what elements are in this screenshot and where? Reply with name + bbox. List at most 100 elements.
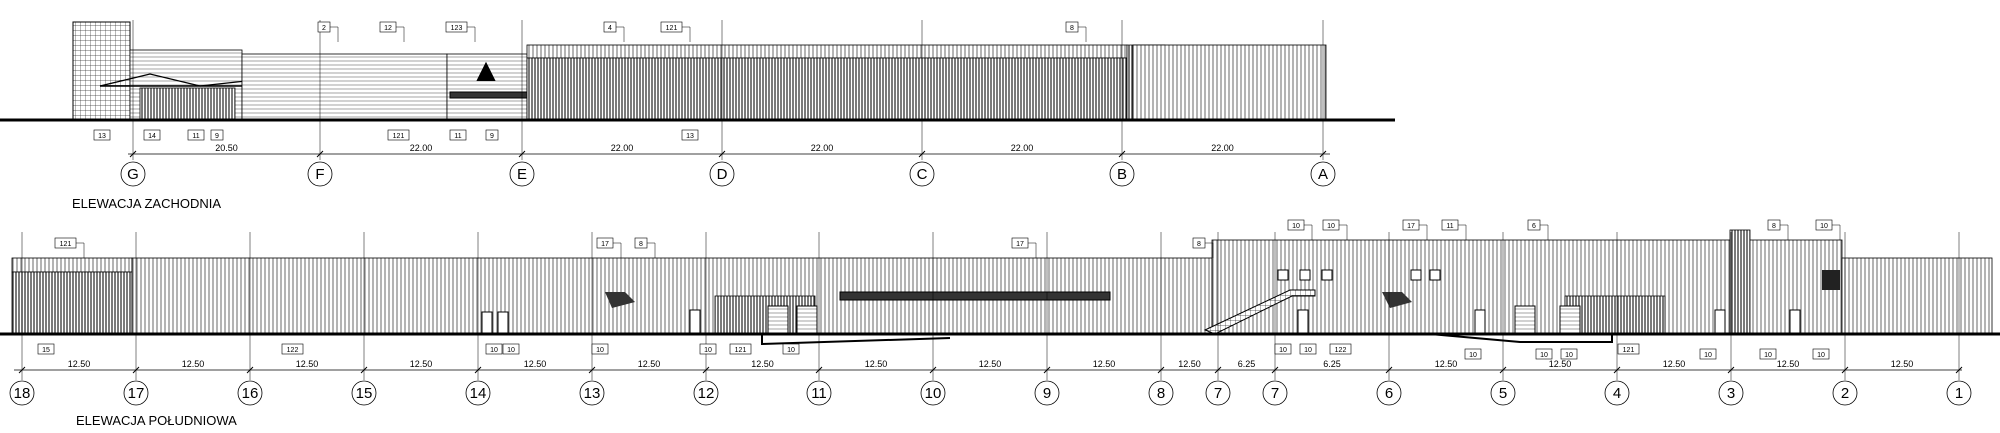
south-title: ELEWACJA POŁUDNIOWA: [76, 413, 237, 428]
south-ramp-1: [761, 334, 951, 346]
callout-tag-box: [210, 129, 224, 141]
west-glass-tower: [72, 21, 131, 120]
callout-tag-label: 12: [384, 25, 392, 32]
west-plain-wall: [241, 53, 448, 120]
axis-bubble: [1109, 161, 1135, 187]
callout-tag-box: [1464, 348, 1482, 360]
dimension-label: 6.25: [1323, 359, 1341, 369]
axis-bubble: [693, 380, 719, 406]
window: [1321, 269, 1333, 281]
axis-label: 7: [1214, 385, 1222, 402]
axis-label: 10: [925, 385, 942, 402]
callout-tag-label: 8: [1070, 25, 1074, 32]
callout-tag-label: 8: [1772, 223, 1776, 230]
callout-tag-box: [782, 343, 800, 355]
dimension-label: 12.50: [865, 359, 888, 369]
callout-tag-box: [1617, 343, 1640, 355]
callout-tag-box: [1812, 348, 1830, 360]
dimension-label: 22.00: [611, 143, 634, 153]
axis-label: 14: [470, 385, 487, 402]
callout-tag-label: 10: [596, 347, 604, 354]
axis-bubble: [1262, 380, 1288, 406]
axis-label: 12: [698, 385, 715, 402]
dimension-label: 12.50: [1663, 359, 1686, 369]
window: [1410, 269, 1422, 281]
door: [497, 311, 509, 335]
west-hall-wall: [526, 57, 1128, 120]
south-left-roof: [11, 257, 133, 273]
callout-tag-box: [281, 343, 304, 355]
callout-tag-label: 2: [322, 25, 326, 32]
axis-bubble: [1310, 161, 1336, 187]
dimension-label: 12.50: [524, 359, 547, 369]
callout-tag-label: 17: [601, 241, 609, 248]
axis-label: 17: [128, 385, 145, 402]
axis-bubble: [123, 380, 149, 406]
callout-tag-label: 6: [1532, 223, 1536, 230]
axis-bubble: [1376, 380, 1402, 406]
axis-label: E: [517, 166, 527, 183]
vent-feature: [605, 292, 635, 308]
callout-tag-label: 9: [215, 133, 219, 140]
callout-tag-label: 17: [1407, 223, 1415, 230]
callout-tag-box: [387, 129, 410, 141]
callout-tag-label: 123: [451, 25, 463, 32]
callout-tag-label: 10: [1327, 223, 1335, 230]
callout-tag-label: 11: [192, 133, 199, 140]
axis-label: 18: [14, 385, 31, 402]
callout-tag-label: 4: [608, 25, 612, 32]
callout-tag-label: 121: [1623, 347, 1635, 354]
callout-tag-box: [449, 129, 467, 141]
callout-tag-box: [1699, 348, 1717, 360]
logo-mark: [476, 61, 496, 81]
axis-label: F: [315, 166, 324, 183]
axis-bubble: [806, 380, 832, 406]
axis-bubble: [509, 161, 535, 187]
west-entrance-glazing: [139, 87, 236, 120]
axis-bubble: [1205, 380, 1231, 406]
dimension-label: 22.00: [410, 143, 433, 153]
window: [1429, 269, 1441, 281]
callout-tag-label: 121: [666, 25, 678, 32]
axis-label: 3: [1727, 385, 1735, 402]
callout-tag-box: [1560, 348, 1578, 360]
door: [1474, 309, 1486, 335]
callout-tag-label: 15: [42, 347, 50, 354]
dimension-label: 12.50: [410, 359, 433, 369]
axis-bubble: [120, 161, 146, 187]
west-canopy: [99, 73, 256, 87]
callout-tag-label: 14: [148, 133, 156, 140]
callout-tag-box: [1299, 343, 1317, 355]
callout-tag-label: 10: [490, 347, 498, 354]
south-tower: [1729, 229, 1751, 335]
dimension-label: 12.50: [979, 359, 1002, 369]
door: [481, 311, 493, 335]
garage-door: [767, 305, 789, 335]
dimension-label: 12.50: [68, 359, 91, 369]
callout-tag-label: 122: [287, 347, 299, 354]
axis-bubble: [579, 380, 605, 406]
axis-label: 16: [242, 385, 259, 402]
callout-tag-label: 9: [490, 133, 494, 140]
callout-tag-box: [485, 129, 499, 141]
callout-tag-label: 10: [1565, 352, 1573, 359]
dimension-label: 12.50: [1093, 359, 1116, 369]
axis-label: 5: [1499, 385, 1507, 402]
axis-label: C: [917, 166, 928, 183]
west-title: ELEWACJA ZACHODNIA: [72, 196, 221, 211]
callout-tag-box: [485, 343, 503, 355]
axis-bubble: [1034, 380, 1060, 406]
callout-tag-label: 121: [735, 347, 747, 354]
callout-tag-box: [1759, 348, 1777, 360]
west-logo-canopy: [449, 91, 529, 99]
axis-label: 2: [1841, 385, 1849, 402]
callout-tag-box: [699, 343, 717, 355]
south-ramp-2: [1429, 333, 1613, 343]
callout-tag-box: [591, 343, 609, 355]
callout-tag-box: [729, 343, 752, 355]
west-hall-roof: [526, 44, 1128, 59]
callout-tag-label: 17: [1016, 241, 1024, 248]
axis-bubble: [307, 161, 333, 187]
callout-tag-label: 10: [1704, 352, 1712, 359]
